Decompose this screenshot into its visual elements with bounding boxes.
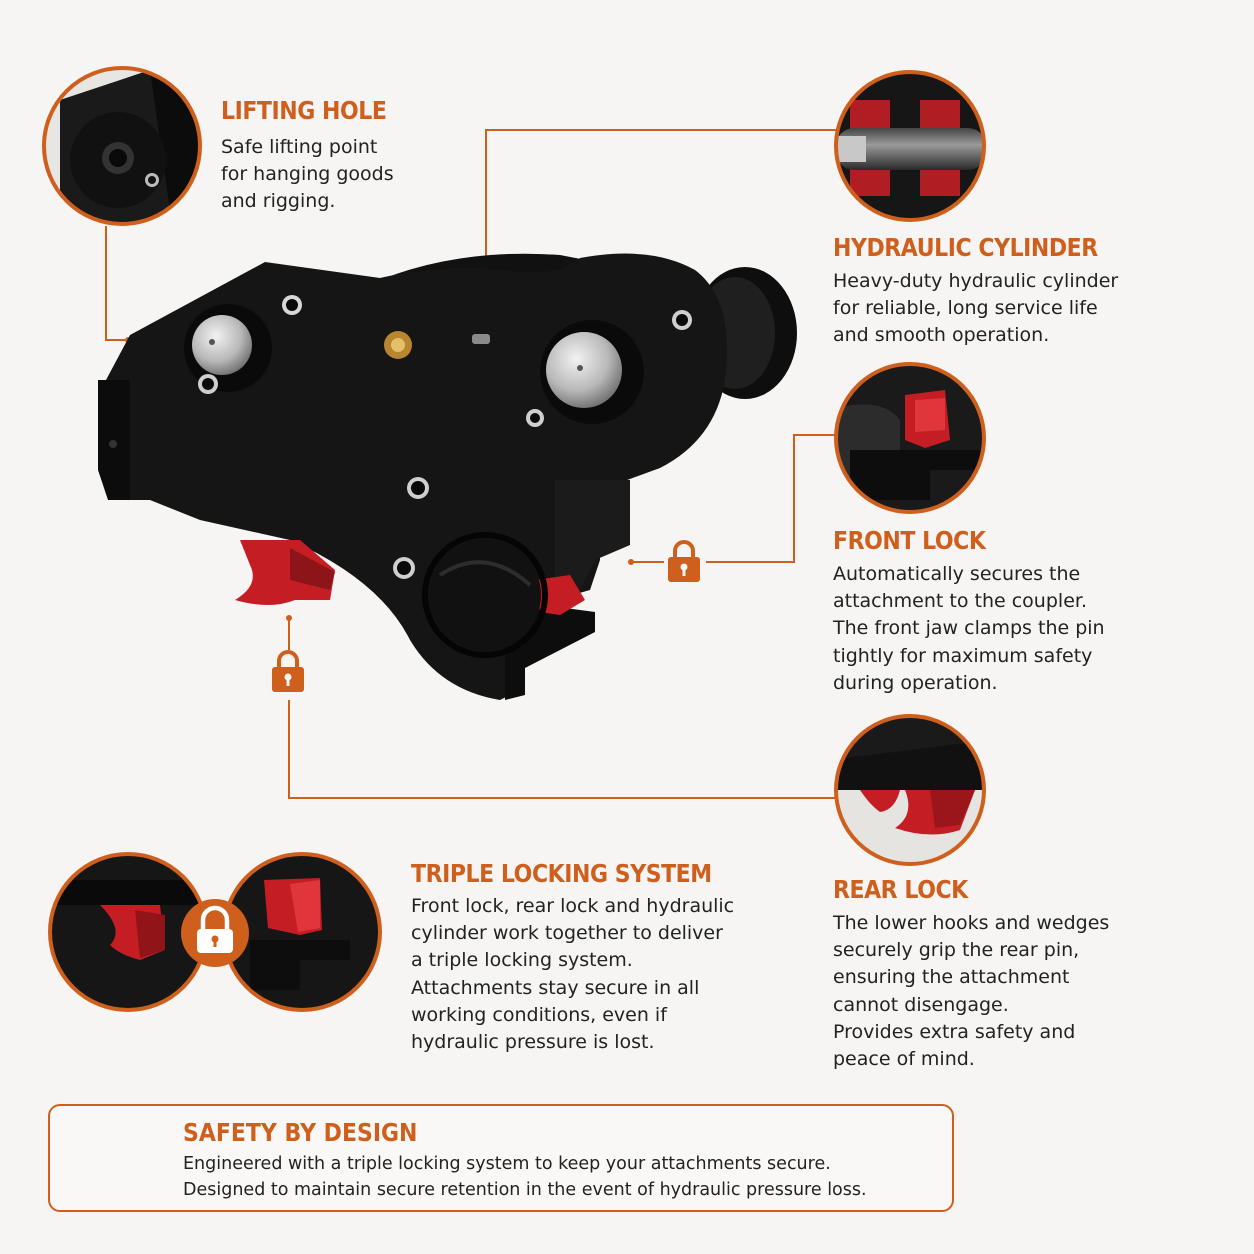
lock-icon [272,650,304,692]
lower-block [555,480,630,600]
front-left-edge [98,380,130,500]
lock-icon [181,899,249,967]
front-lock-title: FRONT LOCK [833,526,986,555]
front-lock-description: Automatically secures the attachment to … [833,563,1105,694]
left-pin [192,315,252,375]
triple-locking-title: TRIPLE LOCKING SYSTEM [411,859,712,888]
lifting-hole-description: Safe lifting point for hanging goods and… [221,136,394,213]
leader-dot [628,559,634,565]
quick-coupler [98,253,797,701]
detail-triple-locking-left [48,852,208,1012]
right-pin [546,332,622,408]
indicator-pin [472,334,490,344]
safety-by-design-box [48,1104,954,1212]
detail-hydraulic-cylinder [834,70,986,222]
rear-lock-title: REAR LOCK [833,875,968,904]
rear-lock-description: The lower hooks and wedges securely grip… [833,912,1110,1071]
leader-lifting-hole [105,226,128,341]
lifting-hole-title: LIFTING HOLE [221,96,387,125]
detail-triple-locking-right [222,852,382,1012]
detail-rear-lock [834,714,986,866]
rear-lock-hook-red [235,540,335,605]
safety-title: SAFETY BY DESIGN [183,1118,418,1147]
leader-rear-lock [288,700,836,799]
triple-locking-description: Front lock, rear lock and hydraulic cyli… [411,895,735,1054]
hydraulic-cylinder-description: Heavy-duty hydraulic cylinder for reliab… [833,270,1119,347]
lock-icon [668,540,700,582]
leader-dot [286,615,292,621]
detail-lifting-hole [42,66,202,226]
pin-bore [422,532,548,658]
hydraulic-cylinder-title: HYDRAULIC CYLINDER [833,233,1098,262]
leader-hydraulic-cylinder [485,129,836,310]
leader-front-lock [706,434,838,563]
leader-lines [105,129,838,799]
safety-description: Engineered with a triple locking system … [183,1154,867,1200]
front-lock-wedge-red [535,575,585,615]
detail-front-lock [834,362,986,514]
